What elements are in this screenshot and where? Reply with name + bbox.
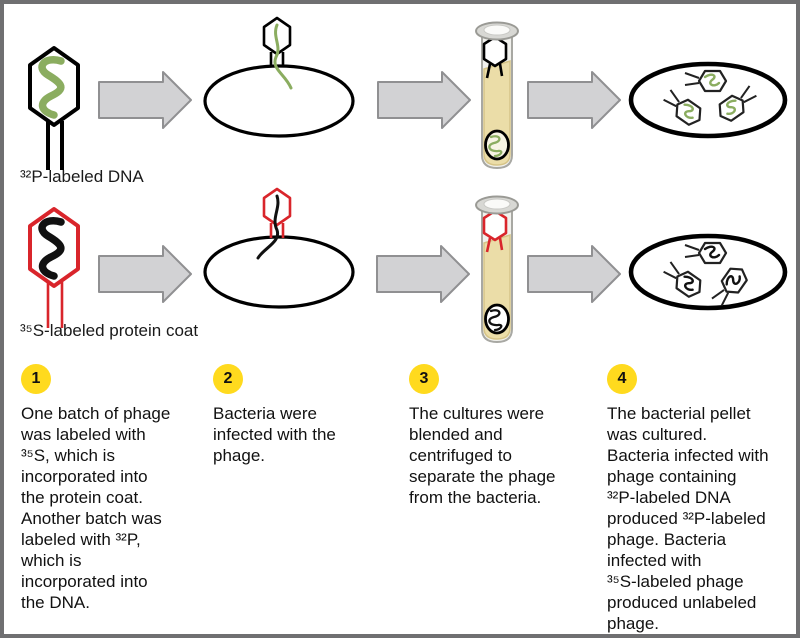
step-column-2: 2 Bacteria were infected with the phage.: [213, 364, 388, 466]
test-tube-35s-icon: [475, 195, 519, 344]
step-column-4: 4 The bacterial pellet was cultured. Bac…: [607, 364, 792, 634]
step-text-1: One batch of phage was labeled with ³⁵S,…: [21, 404, 171, 612]
label-32p-dna: ³²P-labeled DNA: [20, 167, 144, 186]
step-column-1: 1 One batch of phage was labeled with ³⁵…: [21, 364, 199, 613]
cultured-phages-32p-icon: [628, 61, 788, 139]
arrow-icon: [527, 245, 621, 303]
test-tube-32p-icon: [475, 21, 519, 170]
phage-32p-icon: [28, 46, 80, 170]
step-text-4: The bacterial pellet was cultured. Bacte…: [607, 404, 769, 633]
bacterial-pellet-35s-icon: [484, 303, 510, 335]
bacterial-pellet-32p-icon: [484, 129, 510, 161]
step-badge-1: 1: [21, 364, 51, 394]
step-badge-4: 4: [607, 364, 637, 394]
phage-35s-icon: [28, 207, 80, 328]
step-badge-2: 2: [213, 364, 243, 394]
step-column-3: 3 The cultures were blended and centrifu…: [409, 364, 584, 508]
arrow-icon: [527, 71, 621, 129]
arrow-icon: [98, 245, 192, 303]
bacterium-infected-35s-icon: [203, 187, 355, 309]
step-text-2: Bacteria were infected with the phage.: [213, 404, 336, 465]
label-35s-protein-coat: ³⁵S-labeled protein coat: [20, 321, 199, 340]
step-badge-3: 3: [409, 364, 439, 394]
step-text-3: The cultures were blended and centrifuge…: [409, 404, 556, 507]
arrow-icon: [98, 71, 192, 129]
bacterium-infected-32p-icon: [203, 16, 355, 138]
arrow-icon: [376, 245, 470, 303]
diagram-svg: [28, 16, 788, 344]
arrow-icon: [377, 71, 471, 129]
cultured-phages-unlabeled-icon: [628, 233, 788, 311]
